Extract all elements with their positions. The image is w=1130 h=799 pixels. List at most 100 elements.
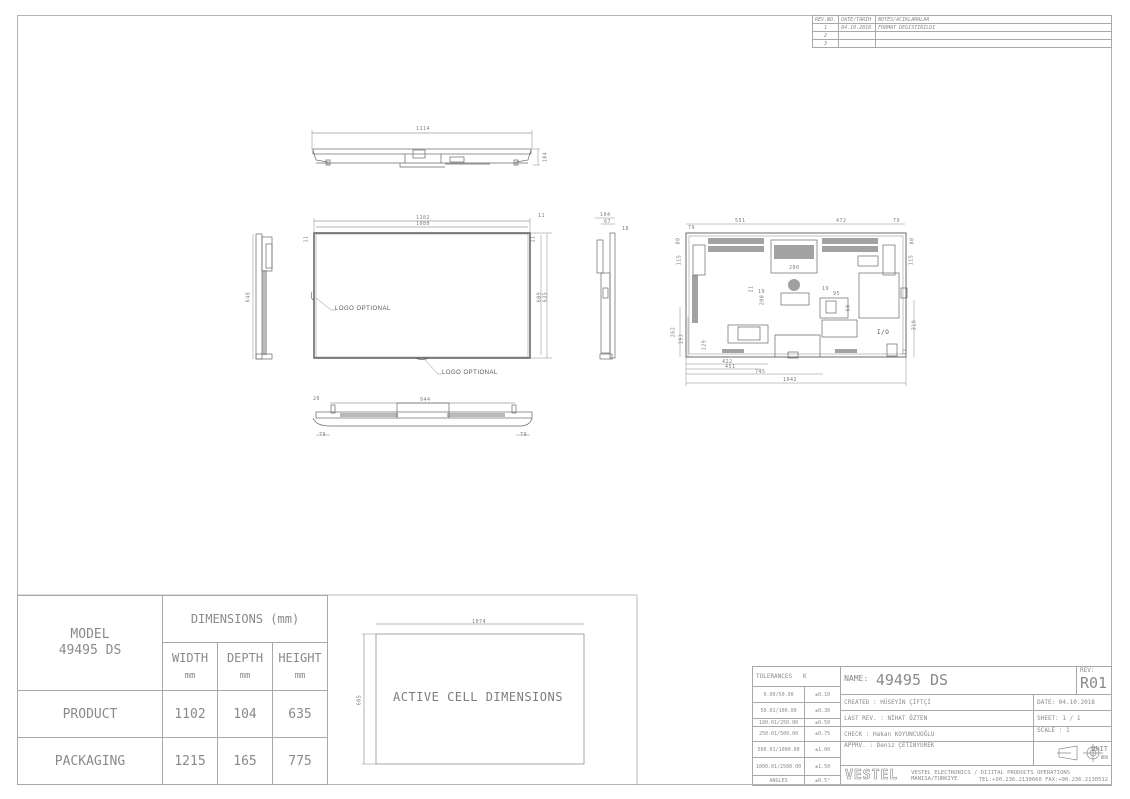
tol-value: ±1.50 — [804, 757, 842, 776]
tol-value: ±1.00 — [804, 741, 842, 758]
dim-rear-io-w: 95 — [833, 291, 841, 297]
dim-rear-top-right-v: 80 — [909, 237, 916, 245]
active-cell-label: ACTIVE CELL DIMENSIONS — [393, 690, 563, 704]
company-contact: TEL:+90.236.2130660 FAX:+90.236.2130512 — [978, 777, 1108, 783]
row-height: 775 — [272, 737, 328, 785]
logo-optional-bottom-label: LOGO OPTIONAL — [442, 370, 498, 376]
dim-rear-745: 745 — [755, 369, 766, 375]
rev-note — [875, 39, 1112, 48]
projection-unit-cell: UNIT mm — [1033, 741, 1112, 766]
tol-range: ANGLES — [751, 775, 806, 786]
dim-rear-corner-left: 79 — [688, 225, 696, 231]
created-by: CREATED : HÜSEYİN ÇİFTÇİ — [840, 694, 1035, 711]
dim-rear-left-span: 551 — [735, 218, 746, 224]
dim-rear-422: 422 — [722, 359, 733, 365]
active-cell-drawing — [362, 623, 585, 765]
dim-rear-193: 193 — [678, 333, 685, 345]
model-value: 49495 DS — [58, 643, 122, 658]
approved-by: APPRV. : Deniz ÇETİNYÜREK — [840, 741, 1035, 766]
rev-no: 3 — [811, 39, 840, 48]
unit-label: UNIT — [1091, 745, 1108, 753]
col-depth-unit: mm — [239, 670, 251, 681]
row-width: 1102 — [162, 690, 218, 738]
col-width: WIDTH mm — [162, 642, 218, 691]
tol-value: ±0.75 — [804, 726, 842, 742]
dim-bottom-right-offset: 79 — [520, 432, 528, 438]
dimensions-header: DIMENSIONS (mm) — [162, 595, 328, 643]
tol-range: 1000.01/2500.00 — [751, 757, 806, 776]
col-depth: DEPTH mm — [217, 642, 273, 691]
tol-range: 100.01/250.00 — [751, 718, 806, 727]
dim-front-bezel-left: 11 — [303, 235, 310, 243]
dim-rear-right-span: 472 — [836, 218, 847, 224]
dim-bottom-left-offset: 79 — [319, 432, 327, 438]
dim-rear-129: 129 — [701, 339, 708, 351]
col-height: HEIGHT mm — [272, 642, 328, 691]
dim-rear-vesa-v: 200 — [759, 294, 766, 306]
dim-rear-32: 32 — [902, 348, 909, 356]
active-cell-width: 1074 — [472, 619, 487, 625]
tolerances-class: K — [802, 673, 807, 680]
rev-label: REV: — [1080, 667, 1095, 674]
row-height: 635 — [272, 690, 328, 738]
dim-front-bezel-right: 11 — [538, 213, 546, 219]
tol-value: ±0.50 — [804, 718, 842, 727]
left-side-view — [252, 233, 273, 360]
dim-rear-21: 21 — [748, 285, 755, 293]
dim-rear-io-h: 60 — [845, 304, 852, 312]
company-cell: VESTEL VESTEL ELECTRONICS / DIJITAL PROD… — [840, 765, 1112, 786]
title-block: TOLERANCES K NAME: 49495 DS REV: R01 0.0… — [751, 666, 1112, 786]
row-label: PRODUCT — [17, 690, 163, 738]
rev-value: R01 — [1080, 674, 1108, 692]
dim-front-bezel-top: 11 — [530, 235, 537, 243]
dim-rear-left-115: 115 — [676, 254, 683, 266]
dim-right-offset: 18 — [622, 226, 630, 232]
date: DATE: 04.10.2018 — [1033, 694, 1112, 711]
dim-front-overall-width: 1102 — [416, 215, 431, 221]
active-cell-height: 605 — [356, 694, 363, 706]
scale: SCALE : 1 — [1033, 726, 1112, 742]
row-depth: 104 — [217, 690, 273, 738]
dim-rear-vesa-h: 200 — [789, 265, 800, 271]
col-width-label: WIDTH — [171, 650, 209, 665]
dim-right-depth: 104 — [600, 212, 611, 218]
unit-value: mm — [1100, 754, 1108, 761]
tol-range: 500.01/1000.00 — [751, 741, 806, 758]
company-address: VESTEL ELECTRONICS / DIJITAL PRODUCTS OP… — [911, 770, 1071, 782]
tol-value: ±0.30 — [804, 702, 842, 719]
dim-rear-19b: 19 — [822, 286, 830, 292]
model-cell: MODEL 49495 DS — [17, 595, 163, 691]
dim-top-depth: 104 — [542, 151, 549, 163]
tolerances-header: TOLERANCES K — [751, 666, 842, 687]
dim-rear-corner-right: 79 — [893, 218, 901, 224]
tol-range: 50.01/100.00 — [751, 702, 806, 719]
dim-rear-319: 319 — [911, 319, 918, 331]
logo-optional-side-label: LOGO OPTIONAL — [335, 306, 391, 312]
tol-value: ±0.10 — [804, 686, 842, 703]
rev-date — [838, 39, 877, 48]
dim-right-sub-depth: 67 — [604, 219, 612, 225]
col-height-label: HEIGHT — [278, 650, 322, 665]
model-label: MODEL — [70, 627, 110, 642]
name-cell: NAME: 49495 DS — [840, 666, 1077, 695]
table-row: PACKAGING 1215 165 775 — [17, 737, 328, 785]
tol-value: ±0.5° — [804, 775, 842, 786]
rear-view — [679, 223, 915, 386]
dimensions-table: MODEL 49495 DS DIMENSIONS (mm) WIDTH mm … — [17, 595, 328, 785]
drawing-frame — [17, 15, 1112, 785]
dim-rear-451: 451 — [725, 364, 736, 370]
dim-rear-top-left-v: 80 — [675, 237, 682, 245]
dim-bottom-foot: 26 — [313, 396, 321, 402]
table-row: PRODUCT 1102 104 635 — [17, 690, 328, 738]
checked-by: CHECK : Hakan KOYUNCUOĞLU — [840, 726, 1035, 742]
tol-range: 0.00/50.00 — [751, 686, 806, 703]
row-label: PACKAGING — [17, 737, 163, 785]
col-height-unit: mm — [294, 670, 306, 681]
revision-table: REV.NO. DATE/TARIH NOTES/ACIKLAMALAR 1 0… — [811, 15, 1112, 48]
sheet: SHEET: 1 / 1 — [1033, 710, 1112, 727]
dim-rear-right-115: 115 — [908, 254, 915, 266]
name-label: NAME: — [844, 674, 869, 683]
right-side-view — [595, 217, 616, 360]
dim-rear-19a: 19 — [758, 289, 766, 295]
third-angle-projection-icon — [1057, 743, 1104, 762]
